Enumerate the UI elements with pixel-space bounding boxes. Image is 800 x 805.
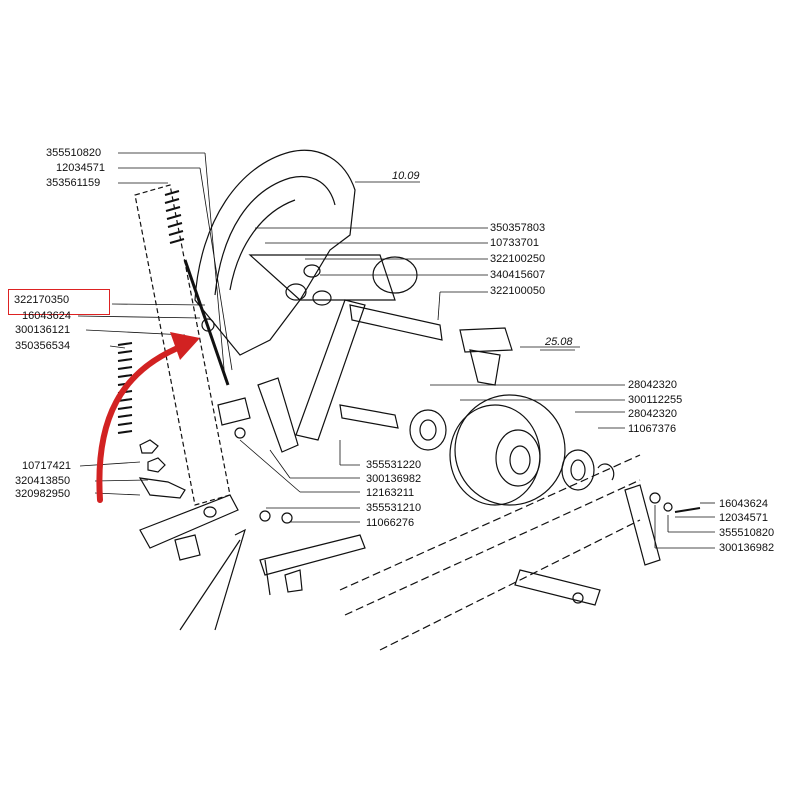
- part-label-355510820: 355510820: [46, 147, 102, 159]
- part-label-11066276: 11066276: [366, 517, 415, 529]
- part-label-355531220: 355531220: [366, 459, 422, 471]
- part-label-300136982-b: 300136982: [719, 542, 775, 554]
- shaft: [250, 255, 395, 300]
- part-label-322100050: 322100050: [490, 285, 546, 297]
- part-label-16043624-b: 16043624: [719, 498, 768, 510]
- part-label-320413850: 320413850: [15, 475, 71, 487]
- part-label-12163211: 12163211: [366, 487, 415, 499]
- spring-upper: [165, 191, 184, 243]
- bearing-right: [562, 450, 594, 490]
- part-label-355531210: 355531210: [366, 502, 422, 514]
- reference-10-09: 10.09: [392, 170, 420, 182]
- bracket: [258, 378, 298, 452]
- pulley: [455, 395, 565, 505]
- swing-arm: [296, 300, 365, 440]
- part-label-28042320: 28042320: [628, 379, 677, 391]
- highlight-arrow: [99, 332, 200, 500]
- part-label-355510820-b: 355510820: [719, 527, 775, 539]
- part-label-322100250: 322100250: [490, 253, 546, 265]
- part-label-12034571: 12034571: [56, 162, 105, 174]
- highlight-box: [8, 289, 110, 315]
- part-label-340415607: 340415607: [490, 269, 546, 281]
- part-label-300112255: 300112255: [628, 394, 683, 406]
- part-label-322170350: 322170350: [14, 294, 70, 306]
- part-label-320982950: 320982950: [15, 488, 71, 500]
- part-label-300136121: 300136121: [15, 324, 71, 336]
- bearing-left: [410, 410, 446, 450]
- part-label-10733701: 10733701: [490, 237, 539, 249]
- lower-bracket: [140, 495, 238, 548]
- part-label-11067376: 11067376: [628, 423, 677, 435]
- frame-rail: [340, 455, 640, 650]
- part-label-300136982: 300136982: [366, 473, 422, 485]
- part-label-28042320-b: 28042320: [628, 408, 677, 420]
- reference-25-08: 25.08: [545, 336, 573, 348]
- part-label-10717421: 10717421: [22, 460, 71, 472]
- part-label-12034571-b: 12034571: [719, 512, 768, 524]
- part-label-16043624: 16043624: [22, 310, 71, 322]
- flywheel-inner: [215, 177, 335, 295]
- right-link: [625, 485, 660, 565]
- flywheel-housing: [195, 150, 355, 355]
- part-label-350356534: 350356534: [15, 340, 71, 352]
- part-label-353561159: 353561159: [46, 177, 101, 189]
- part-label-350357803: 350357803: [490, 222, 546, 234]
